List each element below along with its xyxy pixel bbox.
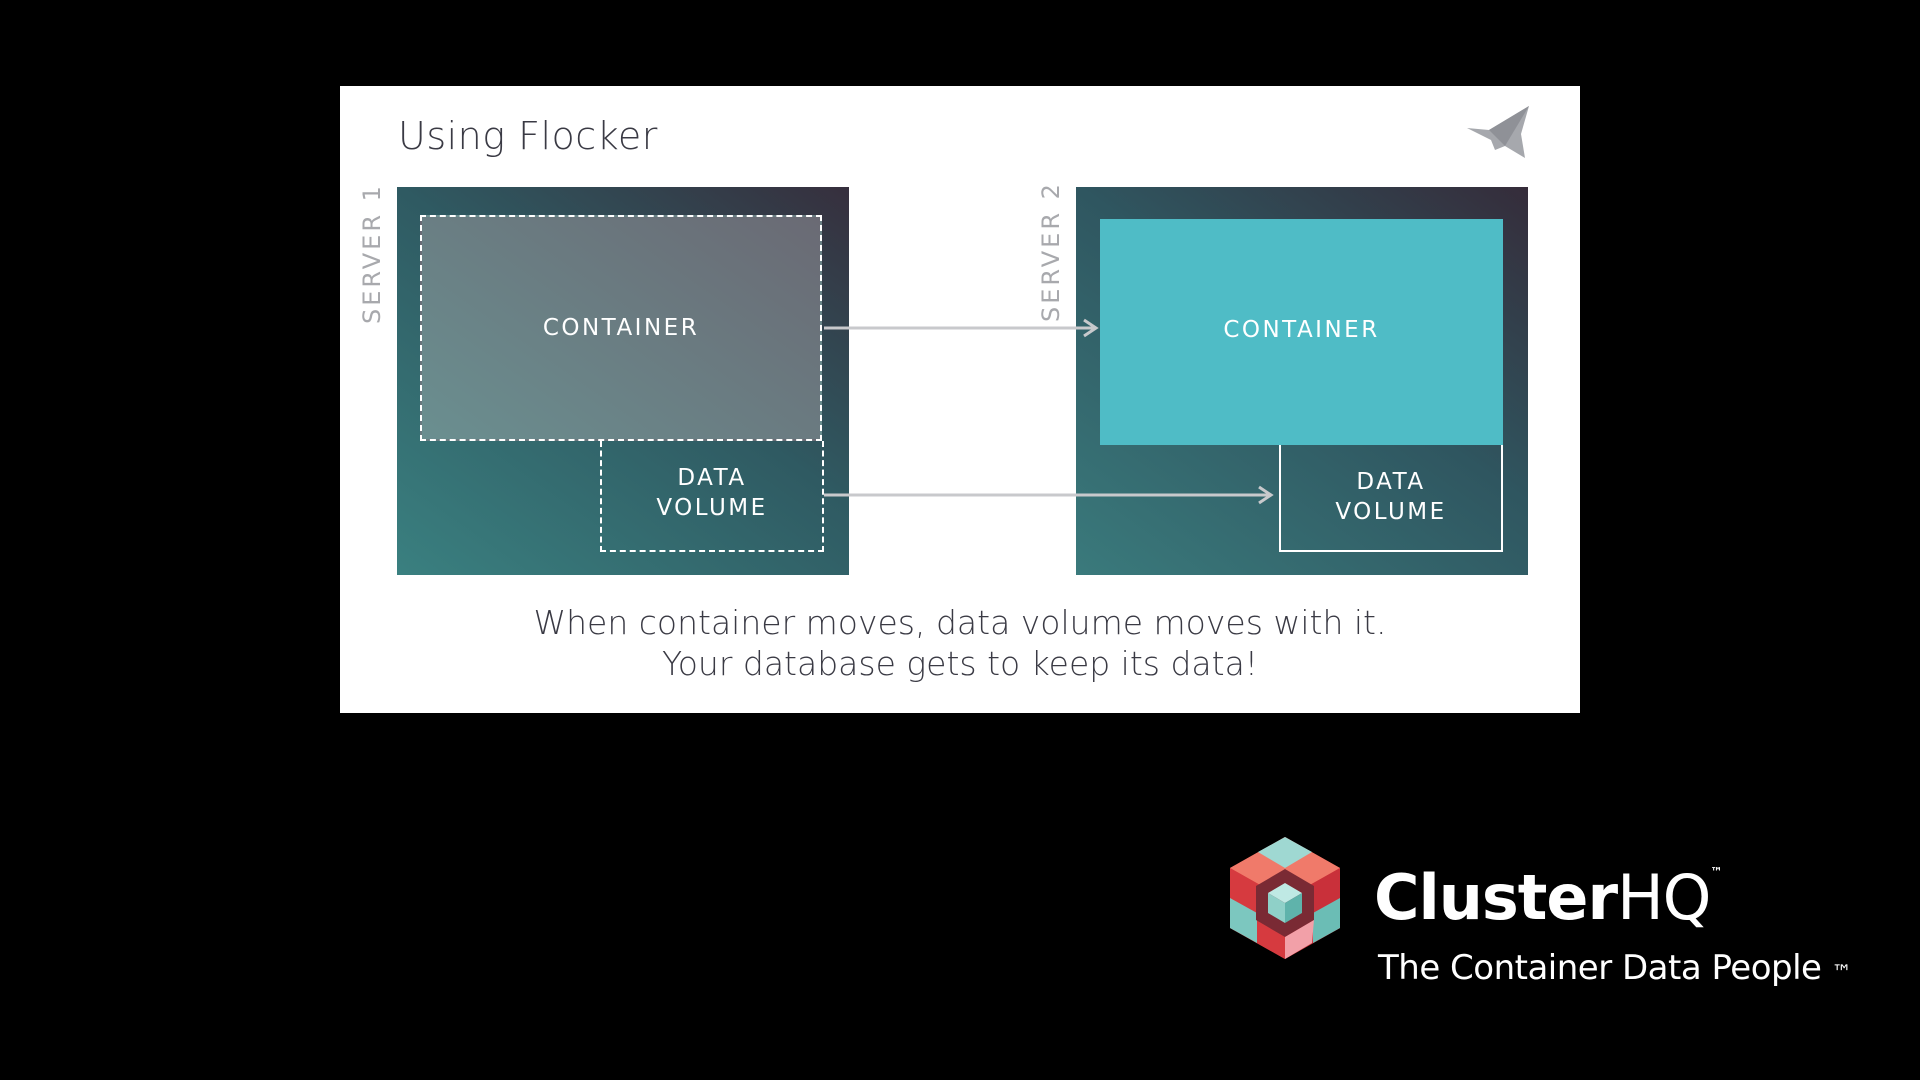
- server-2-volume-line2: VOLUME: [1335, 499, 1447, 525]
- brand-tagline-trademark: ™: [1831, 960, 1852, 984]
- server-1-volume-line1: DATA: [677, 465, 747, 491]
- brand-name-bold: Cluster: [1374, 861, 1618, 934]
- brand-name: ClusterHQ™: [1374, 861, 1722, 934]
- slide-title: Using Flocker: [398, 114, 658, 158]
- caption-line-2: Your database gets to keep its data!: [661, 644, 1259, 683]
- server-2-data-volume: DATA VOLUME: [1279, 445, 1503, 552]
- server-1-volume-line2: VOLUME: [656, 495, 768, 521]
- server-1-label: SERVER 1: [358, 183, 386, 324]
- slide-caption: When container moves, data volume moves …: [340, 602, 1580, 684]
- clusterhq-branding: ClusterHQ™ The Container Data People ™: [1226, 835, 1852, 995]
- brand-tagline-text: The Container Data People: [1378, 948, 1822, 988]
- server-2-container-label: CONTAINER: [1223, 317, 1380, 343]
- server-1-container-label: CONTAINER: [542, 315, 700, 341]
- brand-name-light: HQ: [1617, 861, 1711, 934]
- server-2-container: CONTAINER: [1100, 219, 1503, 445]
- flocker-bird-icon: [1467, 106, 1529, 158]
- brand-tagline: The Container Data People ™: [1378, 948, 1852, 988]
- server-1-data-volume-ghost: DATA VOLUME: [600, 441, 824, 552]
- brand-name-trademark: ™: [1710, 865, 1722, 879]
- container-move-arrow: [824, 318, 1099, 338]
- clusterhq-cube-logo-icon: [1230, 837, 1340, 959]
- server-2-volume-line1: DATA: [1356, 469, 1426, 495]
- presentation-slide: Using Flocker SERVER 1 SERVER 2 CONTAINE…: [340, 86, 1580, 713]
- server-2-label: SERVER 2: [1037, 181, 1065, 322]
- caption-line-1: When container moves, data volume moves …: [533, 603, 1387, 642]
- server-1-container-ghost: CONTAINER: [420, 215, 822, 441]
